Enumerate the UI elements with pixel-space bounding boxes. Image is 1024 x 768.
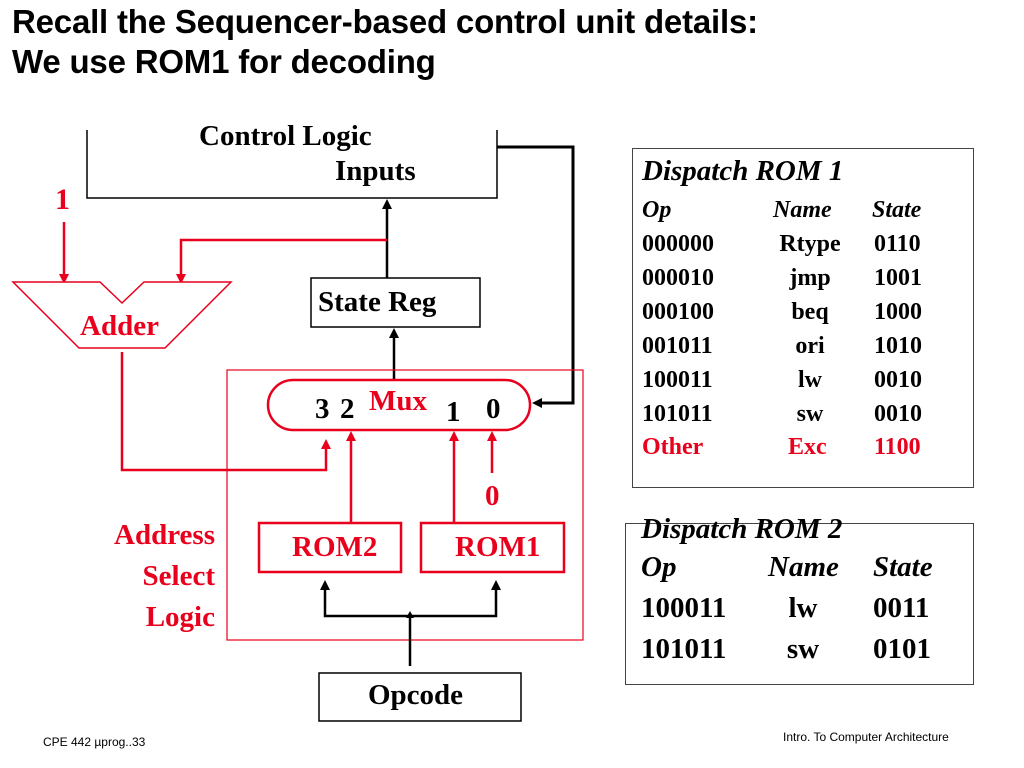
arrow-head	[320, 580, 330, 590]
cell-state: 0011	[873, 592, 930, 624]
address-select-logic-label: Address Select Logic	[114, 515, 215, 638]
state-to-adder-wire	[179, 238, 387, 276]
cell-state: 1001	[874, 265, 922, 291]
arrow-head	[406, 611, 414, 618]
cell-name: lw	[798, 367, 822, 393]
dispatch-rom1-table: Dispatch ROM 1 Op Name State 000000 Rtype…	[632, 148, 974, 488]
arrow-head	[491, 580, 501, 590]
cell-state: 0010	[874, 401, 922, 427]
header-state: State	[873, 551, 933, 583]
footer-course-label: CPE 442 µprog..33	[43, 735, 146, 749]
rom1-box	[419, 521, 566, 574]
cell-name: lw	[788, 592, 818, 624]
control-logic-label: Control Logic	[199, 120, 372, 152]
opcode-box	[318, 672, 522, 722]
state-reg-box	[310, 277, 481, 328]
header-op: Op	[642, 197, 672, 223]
adder-to-mux-wire	[120, 352, 328, 472]
cell-state: 0010	[874, 367, 922, 393]
cell-name: ori	[795, 333, 825, 359]
cell-op: 000100	[642, 299, 714, 325]
header-state: State	[872, 197, 922, 223]
arrow-head	[487, 431, 497, 441]
constant-one-label: 1	[55, 183, 70, 216]
mux-shape	[266, 378, 532, 432]
mux-input-1: 1	[446, 396, 461, 428]
mux-input-2: 2	[340, 393, 355, 425]
cell-op: Other	[642, 434, 704, 460]
cell-state: 1010	[874, 333, 922, 359]
arrow-head	[449, 431, 459, 441]
mux-input-3: 3	[315, 393, 330, 425]
control-to-mux-wire	[497, 145, 575, 405]
cell-op: 001011	[642, 333, 713, 359]
control-logic-box	[86, 130, 498, 199]
dispatch-rom2-table: Dispatch ROM 2 Op Name State 100011 lw 001…	[625, 513, 974, 685]
rom2-box	[257, 521, 403, 574]
arrow-head	[382, 199, 392, 209]
arrow-head	[176, 274, 186, 284]
header-op: Op	[641, 551, 677, 583]
mux-input-0: 0	[486, 393, 501, 425]
cell-state: 1100	[874, 434, 921, 460]
cell-op: 100011	[641, 592, 727, 624]
cell-op: 101011	[641, 633, 727, 665]
slide-title-line-1: Recall the Sequencer-based control unit …	[12, 3, 758, 40]
address-select-logic-line: Logic	[145, 601, 215, 633]
address-select-logic-box	[226, 369, 584, 641]
cell-name: sw	[796, 401, 824, 427]
adder-label: Adder	[80, 310, 159, 342]
arrow-head	[389, 328, 399, 338]
cell-op: 101011	[642, 401, 713, 427]
dispatch-rom2-title: Dispatch ROM 2	[641, 513, 843, 545]
cell-name: sw	[786, 633, 820, 665]
header-name: Name	[768, 551, 839, 583]
arrow-head	[321, 439, 331, 449]
arrow-head	[532, 398, 542, 408]
cell-name: jmp	[789, 265, 831, 291]
cell-name: Exc	[788, 434, 827, 460]
cell-name: Rtype	[779, 231, 841, 257]
arrow-head	[59, 274, 69, 284]
address-select-logic-line: Address	[114, 519, 215, 551]
adder-shape	[11, 281, 233, 349]
inputs-label: Inputs	[335, 155, 416, 187]
opcode-branch-wire	[323, 588, 498, 618]
rom2-label: ROM2	[292, 531, 378, 563]
slide-title-line-2: We use ROM1 for decoding	[12, 43, 436, 80]
slide-title: Recall the Sequencer-based control unit …	[12, 2, 758, 82]
footer-course-title: Intro. To Computer Architecture	[783, 730, 949, 744]
rom1-label: ROM1	[455, 531, 541, 563]
cell-name: beq	[791, 299, 829, 325]
address-select-logic-line: Select	[142, 560, 215, 592]
mux-label: Mux	[369, 385, 427, 417]
state-reg-label: State Reg	[318, 286, 437, 318]
opcode-label: Opcode	[368, 679, 464, 711]
constant-zero-label: 0	[485, 480, 500, 512]
cell-op: 000010	[642, 265, 714, 291]
cell-op: 100011	[642, 367, 713, 393]
cell-op: 000000	[642, 231, 714, 257]
dispatch-rom1-title: Dispatch ROM 1	[642, 155, 844, 187]
header-name: Name	[773, 197, 832, 223]
arrow-head	[346, 431, 356, 441]
cell-state: 1000	[874, 299, 922, 325]
cell-state: 0110	[874, 231, 921, 257]
cell-state: 0101	[873, 633, 931, 665]
